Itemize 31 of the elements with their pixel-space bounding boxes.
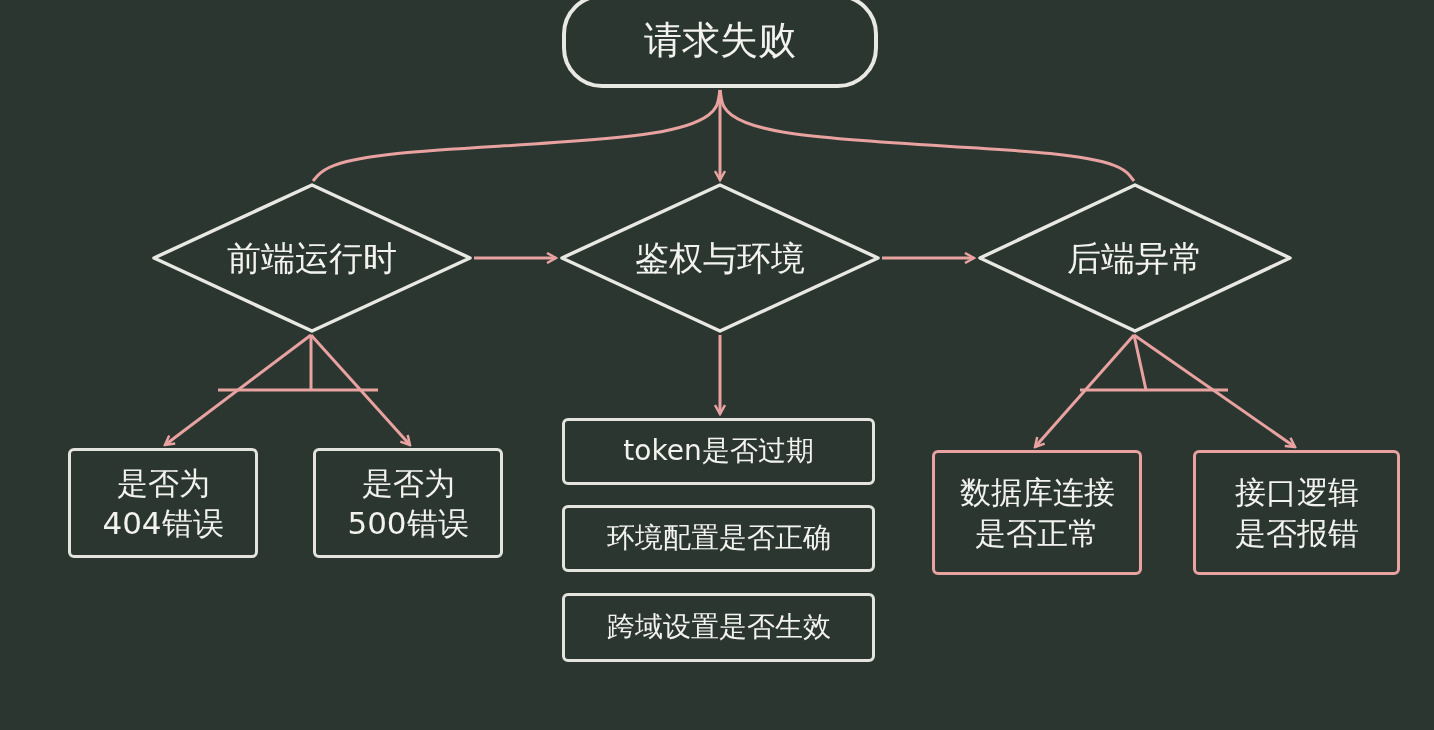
arrow (713, 335, 727, 416)
node-label: 请求失败 (644, 17, 796, 65)
start-terminal (562, 0, 878, 88)
node-label: 跨域设置是否生效 (606, 609, 831, 646)
process-box (1193, 450, 1400, 575)
node-label: 前端运行时 (227, 236, 397, 280)
node-label: 数据库连接是否正常 (958, 473, 1116, 553)
node-label: 是否为404错误 (101, 463, 225, 543)
decision-diamond (978, 183, 1292, 333)
arrow (1033, 334, 1136, 449)
process-box (562, 418, 875, 485)
arrow (1133, 333, 1297, 449)
connector-line (311, 89, 722, 182)
process-box (562, 505, 875, 572)
process-box (562, 593, 875, 662)
process-box (932, 450, 1142, 575)
node-label: 后端异常 (1067, 236, 1203, 280)
node-label: 鉴权与环境 (635, 236, 805, 280)
node-label: 环境配置是否正确 (606, 520, 831, 557)
arrow (474, 251, 558, 265)
node-label: token是否过期 (623, 433, 814, 470)
decision-diamond (152, 183, 472, 333)
connector-line (718, 89, 1136, 182)
node-label: 是否为500错误 (346, 463, 470, 543)
process-box (313, 448, 503, 558)
process-box (68, 448, 258, 558)
arrow (163, 333, 312, 447)
decision-diamond (560, 183, 880, 333)
arrow (309, 334, 412, 447)
arrow (882, 251, 976, 265)
node-label: 接口逻辑是否报错 (1233, 473, 1360, 553)
